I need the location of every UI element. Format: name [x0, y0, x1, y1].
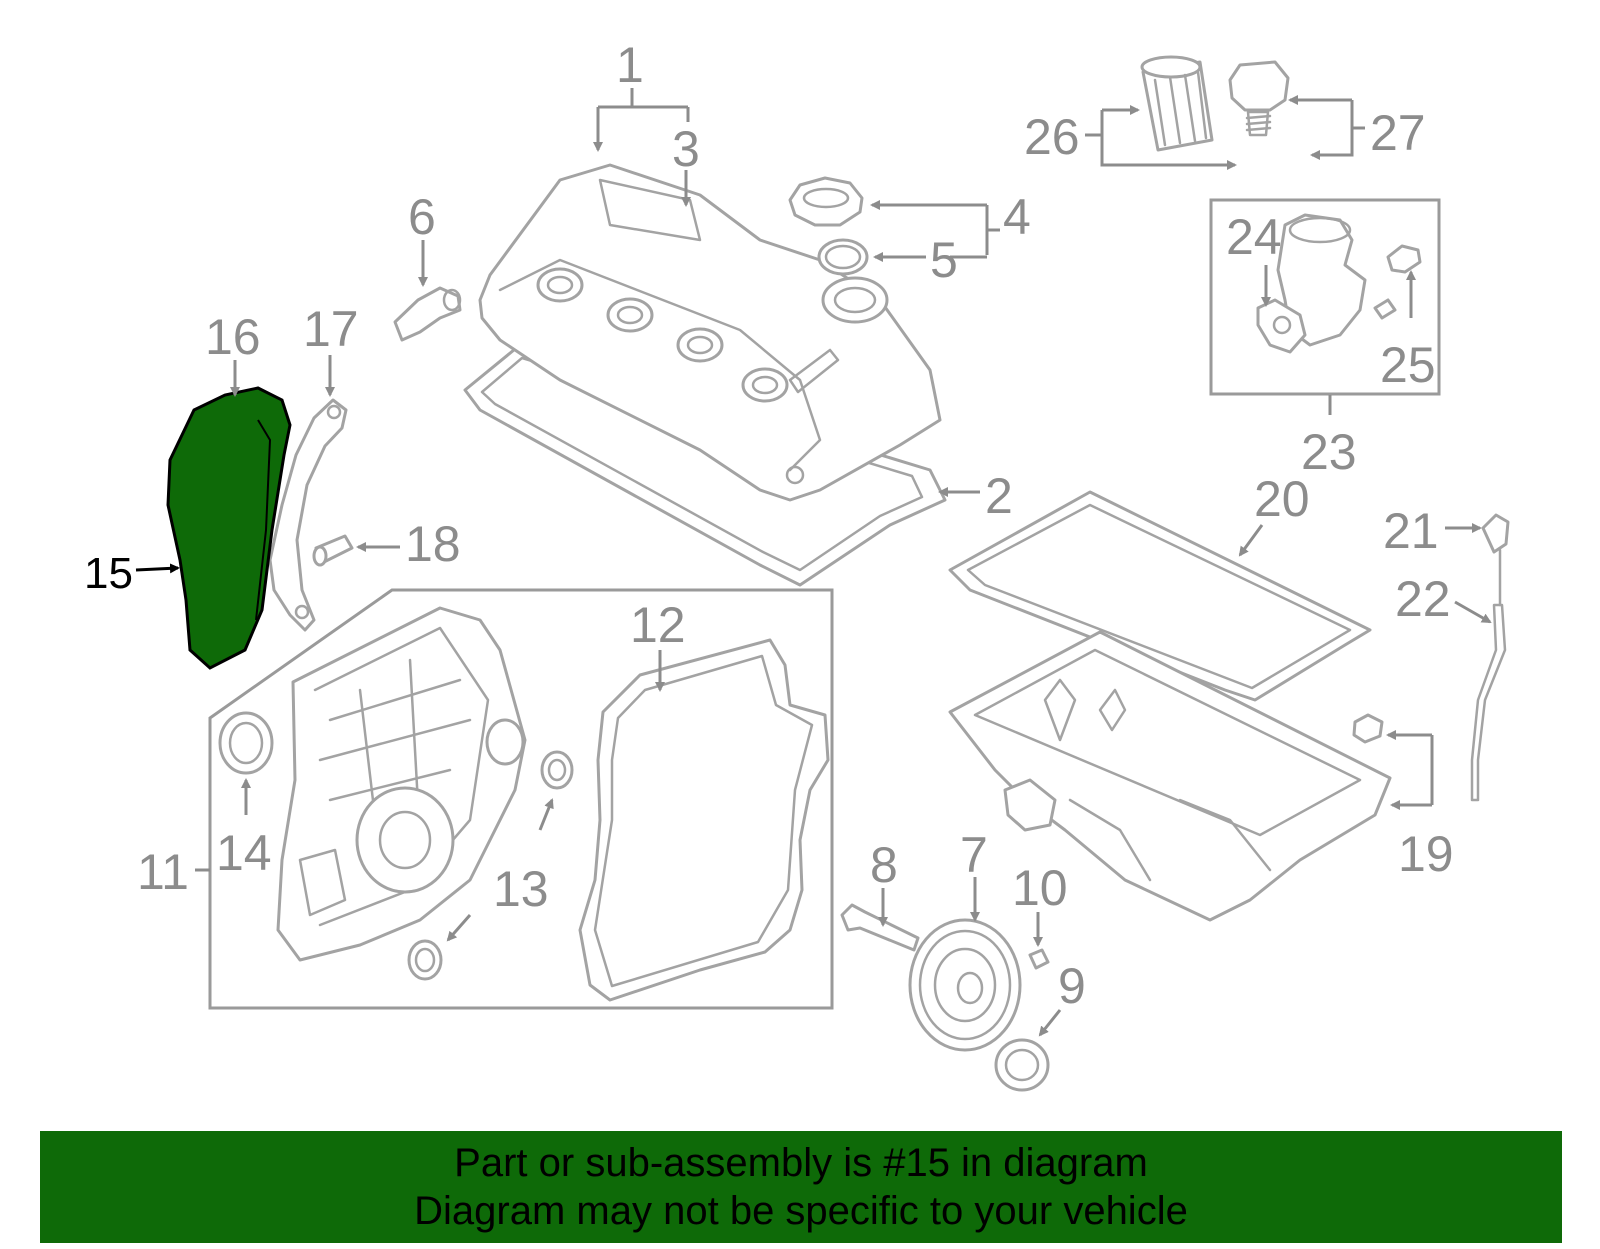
callout-13: 13 — [493, 861, 549, 917]
dipstick — [1481, 513, 1510, 607]
callout-14: 14 — [216, 825, 272, 881]
seal-13-upper — [540, 750, 574, 790]
plug-9 — [994, 1038, 1050, 1092]
callout-16: 16 — [205, 309, 261, 365]
callout-15: 15 — [84, 549, 133, 598]
banner-line-2: Diagram may not be specific to your vehi… — [414, 1189, 1188, 1233]
callout-12: 12 — [630, 597, 686, 653]
sensor-6 — [393, 286, 462, 342]
timing-cover-gasket — [578, 638, 830, 1002]
crank-bolt — [840, 903, 920, 952]
callout-26: 26 — [1024, 109, 1080, 165]
box-11 — [208, 588, 834, 1010]
callout-19: 19 — [1398, 826, 1454, 882]
oil-filter-cap — [1228, 60, 1290, 137]
callout-22: 22 — [1395, 571, 1451, 627]
callout-4: 4 — [1003, 189, 1031, 245]
oil-pan-gasket — [948, 490, 1372, 702]
callout-2: 2 — [985, 468, 1013, 524]
crank-seal-14 — [218, 711, 274, 775]
thermostat-housing — [1256, 213, 1422, 354]
box-23 — [1209, 198, 1441, 396]
callout-17: 17 — [303, 301, 359, 357]
callout-6: 6 — [408, 189, 436, 245]
callout-9: 9 — [1058, 958, 1086, 1014]
callout-8: 8 — [870, 837, 898, 893]
dipstick-tube — [1470, 603, 1507, 802]
callout-10: 10 — [1012, 860, 1068, 916]
callout-3: 3 — [672, 121, 700, 177]
timing-cover — [276, 606, 527, 962]
valve-cover — [478, 163, 942, 502]
callout-7: 7 — [960, 827, 988, 883]
callout-11: 11 — [137, 844, 189, 900]
timing-chain-guide — [268, 398, 348, 632]
callout-5: 5 — [930, 232, 958, 288]
callout-labels: 1 2 3 4 5 6 7 8 9 10 11 12 13 14 15 16 1… — [84, 37, 1454, 1014]
oil-filter — [1140, 55, 1214, 152]
callout-1: 1 — [616, 37, 644, 93]
oil-filler-cap — [788, 176, 864, 227]
notice-banner: Part or sub-assembly is #15 in diagram D… — [40, 1131, 1562, 1243]
leader-lines — [135, 88, 1492, 1037]
guide-pin — [312, 534, 354, 567]
banner-line-1: Part or sub-assembly is #15 in diagram — [454, 1141, 1148, 1185]
callout-24: 24 — [1226, 209, 1282, 265]
callout-27: 27 — [1370, 105, 1426, 161]
seal-13-lower — [407, 939, 443, 981]
tensioner-rail-highlighted — [166, 386, 292, 670]
oil-cap-seal — [817, 238, 869, 276]
oil-pan — [948, 630, 1392, 922]
callout-18: 18 — [405, 516, 461, 572]
callout-21: 21 — [1383, 503, 1439, 559]
crank-pulley — [908, 918, 1022, 1052]
callout-20: 20 — [1254, 471, 1310, 527]
callout-25: 25 — [1380, 337, 1436, 393]
woodruff-key — [1028, 948, 1050, 970]
callout-23: 23 — [1301, 424, 1357, 480]
